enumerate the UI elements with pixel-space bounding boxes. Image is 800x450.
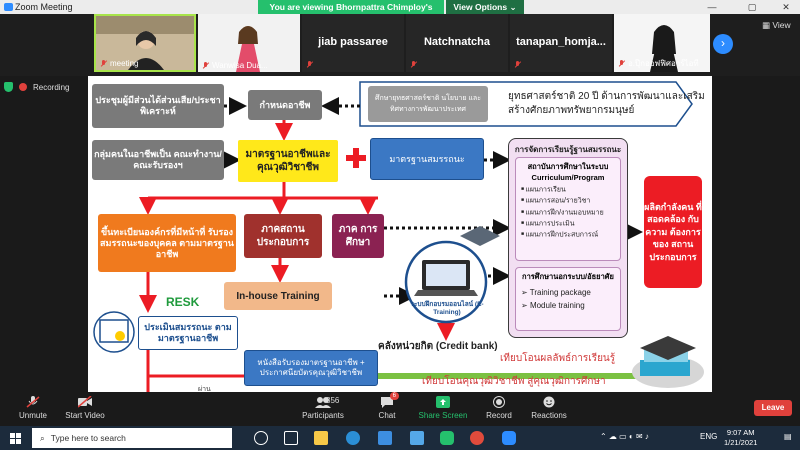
pass-label: ผ่าน xyxy=(198,386,211,393)
store-icon[interactable] xyxy=(410,431,424,445)
muted-mic-icon xyxy=(26,396,40,408)
notifications-icon[interactable]: ▤ xyxy=(784,432,792,441)
chrome-icon[interactable] xyxy=(470,431,484,445)
training-list: Training package Module training xyxy=(521,286,615,312)
certificate-box: หนังสือรับรองมาตรฐานอาชีพ + ประกาศนียบัต… xyxy=(244,350,378,386)
meeting-status-row: Recording xyxy=(4,82,69,92)
participant-name: tanapan_homja... xyxy=(516,36,606,48)
plus-icon xyxy=(346,148,366,168)
slide-connectors xyxy=(93,81,704,392)
muted-mic-icon xyxy=(100,59,107,68)
participants-icon: 356 xyxy=(308,396,339,408)
curriculum-list: แผนการเรียน แผนการสอน/รายวิชา แผนการฝึก/… xyxy=(521,184,615,241)
taskbar-clock[interactable]: 9:07 AM 1/21/2021 xyxy=(724,428,758,447)
competency-assessment-box: ประเมินสมรรถนะ ตามมาตรฐานอาชีพ xyxy=(138,316,238,350)
non-formal-education-box: การศึกษานอกระบบ/อัธยาศัย Training packag… xyxy=(515,267,621,331)
cortana-icon[interactable] xyxy=(254,431,268,445)
policy-box: ศึกษายุทธศาสตร์ชาติ นโยบาย และทิศทางการพ… xyxy=(368,86,488,122)
chat-button[interactable]: 6 Chat xyxy=(354,392,420,420)
chat-badge: 6 xyxy=(389,392,399,400)
search-icon: ⌕ xyxy=(40,432,45,443)
share-screen-icon xyxy=(436,396,450,408)
participant-name: jiab passaree xyxy=(318,36,388,48)
start-video-button[interactable]: Start Video xyxy=(52,395,118,420)
video-tile[interactable]: Wanwisa Dua... xyxy=(198,14,300,72)
e-training-label: ระบบฝึกอบรมออนไลน์ (E-Training) xyxy=(410,301,484,316)
smiley-icon xyxy=(542,396,556,408)
video-tile[interactable]: jiab passaree xyxy=(302,14,404,72)
share-screen-button[interactable]: Share Screen xyxy=(410,396,476,420)
input-language[interactable]: ENG xyxy=(700,432,718,441)
minimize-icon[interactable]: — xyxy=(707,2,717,12)
mail-icon[interactable] xyxy=(378,431,392,445)
participant-video-image xyxy=(198,14,300,72)
viewing-banner: You are viewing Bhornpattra Chimploy's s… xyxy=(258,0,444,26)
zoom-taskbar-icon[interactable] xyxy=(502,431,516,445)
leave-button[interactable]: Leave xyxy=(754,400,792,416)
occupational-standard-box: มาตรฐานอาชีพและ คุณวุฒิวิชาชีพ xyxy=(238,140,338,182)
windows-taskbar: ⌕ Type here to search ⌃ ☁ ▭ ◐ ✉ ♪ ENG 9:… xyxy=(0,426,800,450)
participant-name: Natchnatcha xyxy=(423,36,491,48)
participant-video-image xyxy=(614,14,710,72)
muted-mic-icon xyxy=(306,61,313,69)
zoom-logo-icon xyxy=(4,3,13,11)
unmute-button[interactable]: Unmute xyxy=(0,396,66,420)
muted-mic-icon xyxy=(514,61,521,69)
muted-mic-icon xyxy=(618,59,625,68)
tile-name: Wanwisa Dua... xyxy=(202,61,268,70)
record-button[interactable]: Record xyxy=(466,396,532,420)
in-house-training-box: In-house Training xyxy=(224,282,332,310)
taskbar-search-box[interactable]: ⌕ Type here to search xyxy=(32,428,232,448)
learning-transfer-label: เทียบโอนผลลัพธ์การเรียนรู้ xyxy=(500,353,616,364)
video-tile[interactable]: tanapan_homja... xyxy=(510,14,612,72)
national-strategy-text: ยุทธศาสตร์ชาติ 20 ปี ด้านการพัฒนาและเสริ… xyxy=(508,91,705,116)
window-title: Zoom Meeting xyxy=(15,2,73,12)
tile-name: อ.ปุ๊กออฟฟิศอาร์ไอที xyxy=(618,57,699,70)
file-explorer-icon[interactable] xyxy=(314,431,328,445)
next-page-arrow-icon[interactable]: › xyxy=(713,34,733,54)
video-off-icon xyxy=(77,395,92,408)
security-shield-icon[interactable] xyxy=(4,82,13,92)
industry-sector-box: ภาคสถาน ประกอบการ xyxy=(244,214,322,258)
record-icon xyxy=(492,396,506,408)
stakeholder-box: ประชุมผู้มีส่วนได้ส่วนเสีย/ประชาพิเคราะห… xyxy=(92,84,224,128)
competency-standard-box: มาตรฐานสมรรถนะ xyxy=(370,138,484,180)
qualification-transfer-label: เทียบโอนคุณวุฒิวิชาชีพ สู่คุณวุฒิการศึกษ… xyxy=(422,376,606,387)
view-button[interactable]: ▦ View xyxy=(762,20,791,30)
formal-education-box: สถาบันการศึกษาในระบบ Curriculum/Program … xyxy=(515,157,621,261)
participant-video-image xyxy=(96,16,194,70)
task-view-icon[interactable] xyxy=(284,431,298,445)
registered-organization-box: ขึ้นทะเบียนองค์กรที่มีหน้าที่ รับรองสมรร… xyxy=(98,214,236,272)
meeting-toolbar: Unmute Start Video 356 Participants 6 Ch… xyxy=(0,392,800,426)
video-tile[interactable]: อ.ปุ๊กออฟฟิศอาร์ไอที xyxy=(614,14,710,72)
chat-icon: 6 xyxy=(380,392,399,408)
curriculum-panel: การจัดการเรียนรู้ฐานสมรรถนะ สถาบันการศึก… xyxy=(508,138,628,338)
muted-mic-icon xyxy=(202,61,209,70)
view-options-button[interactable]: View Options ⌄ xyxy=(446,0,524,14)
resk-label: RESK xyxy=(166,295,200,309)
recording-label: Recording xyxy=(33,82,70,92)
tray-icons[interactable]: ⌃ ☁ ▭ ◐ ✉ ♪ xyxy=(600,432,649,441)
close-icon[interactable]: ✕ xyxy=(782,2,790,12)
muted-mic-icon xyxy=(410,61,417,69)
workforce-output-box: ผลิตกำลังคน ที่สอดคล้อง กับความ ต้องการข… xyxy=(644,176,702,288)
windows-start-icon[interactable] xyxy=(10,433,21,444)
edge-icon[interactable] xyxy=(346,431,360,445)
line-app-icon[interactable] xyxy=(440,431,454,445)
reactions-button[interactable]: Reactions xyxy=(516,396,582,420)
credit-bank-label: คลังหน่วยกิต (Credit bank) xyxy=(378,341,498,352)
shared-screen-slide: ประชุมผู้มีส่วนได้ส่วนเสีย/ประชาพิเคราะห… xyxy=(88,76,712,393)
video-gallery-strip: meeting Wanwisa Dua... jiab passaree Nat… xyxy=(0,14,800,76)
video-tile[interactable]: Natchnatcha xyxy=(406,14,508,72)
tile-name: meeting xyxy=(100,59,138,68)
maximize-icon[interactable]: ▢ xyxy=(747,2,757,12)
participants-button[interactable]: 356 Participants xyxy=(302,396,344,420)
video-tile[interactable]: meeting xyxy=(94,14,196,72)
education-sector-box: ภาค การศึกษา xyxy=(332,214,384,258)
recording-icon xyxy=(19,83,27,91)
define-occupation-box: กำหนดอาชีพ xyxy=(248,90,322,120)
occupation-group-box: กลุ่มคนในอาชีพเป็น คณะทำงาน/คณะรับรองฯ xyxy=(92,140,224,180)
